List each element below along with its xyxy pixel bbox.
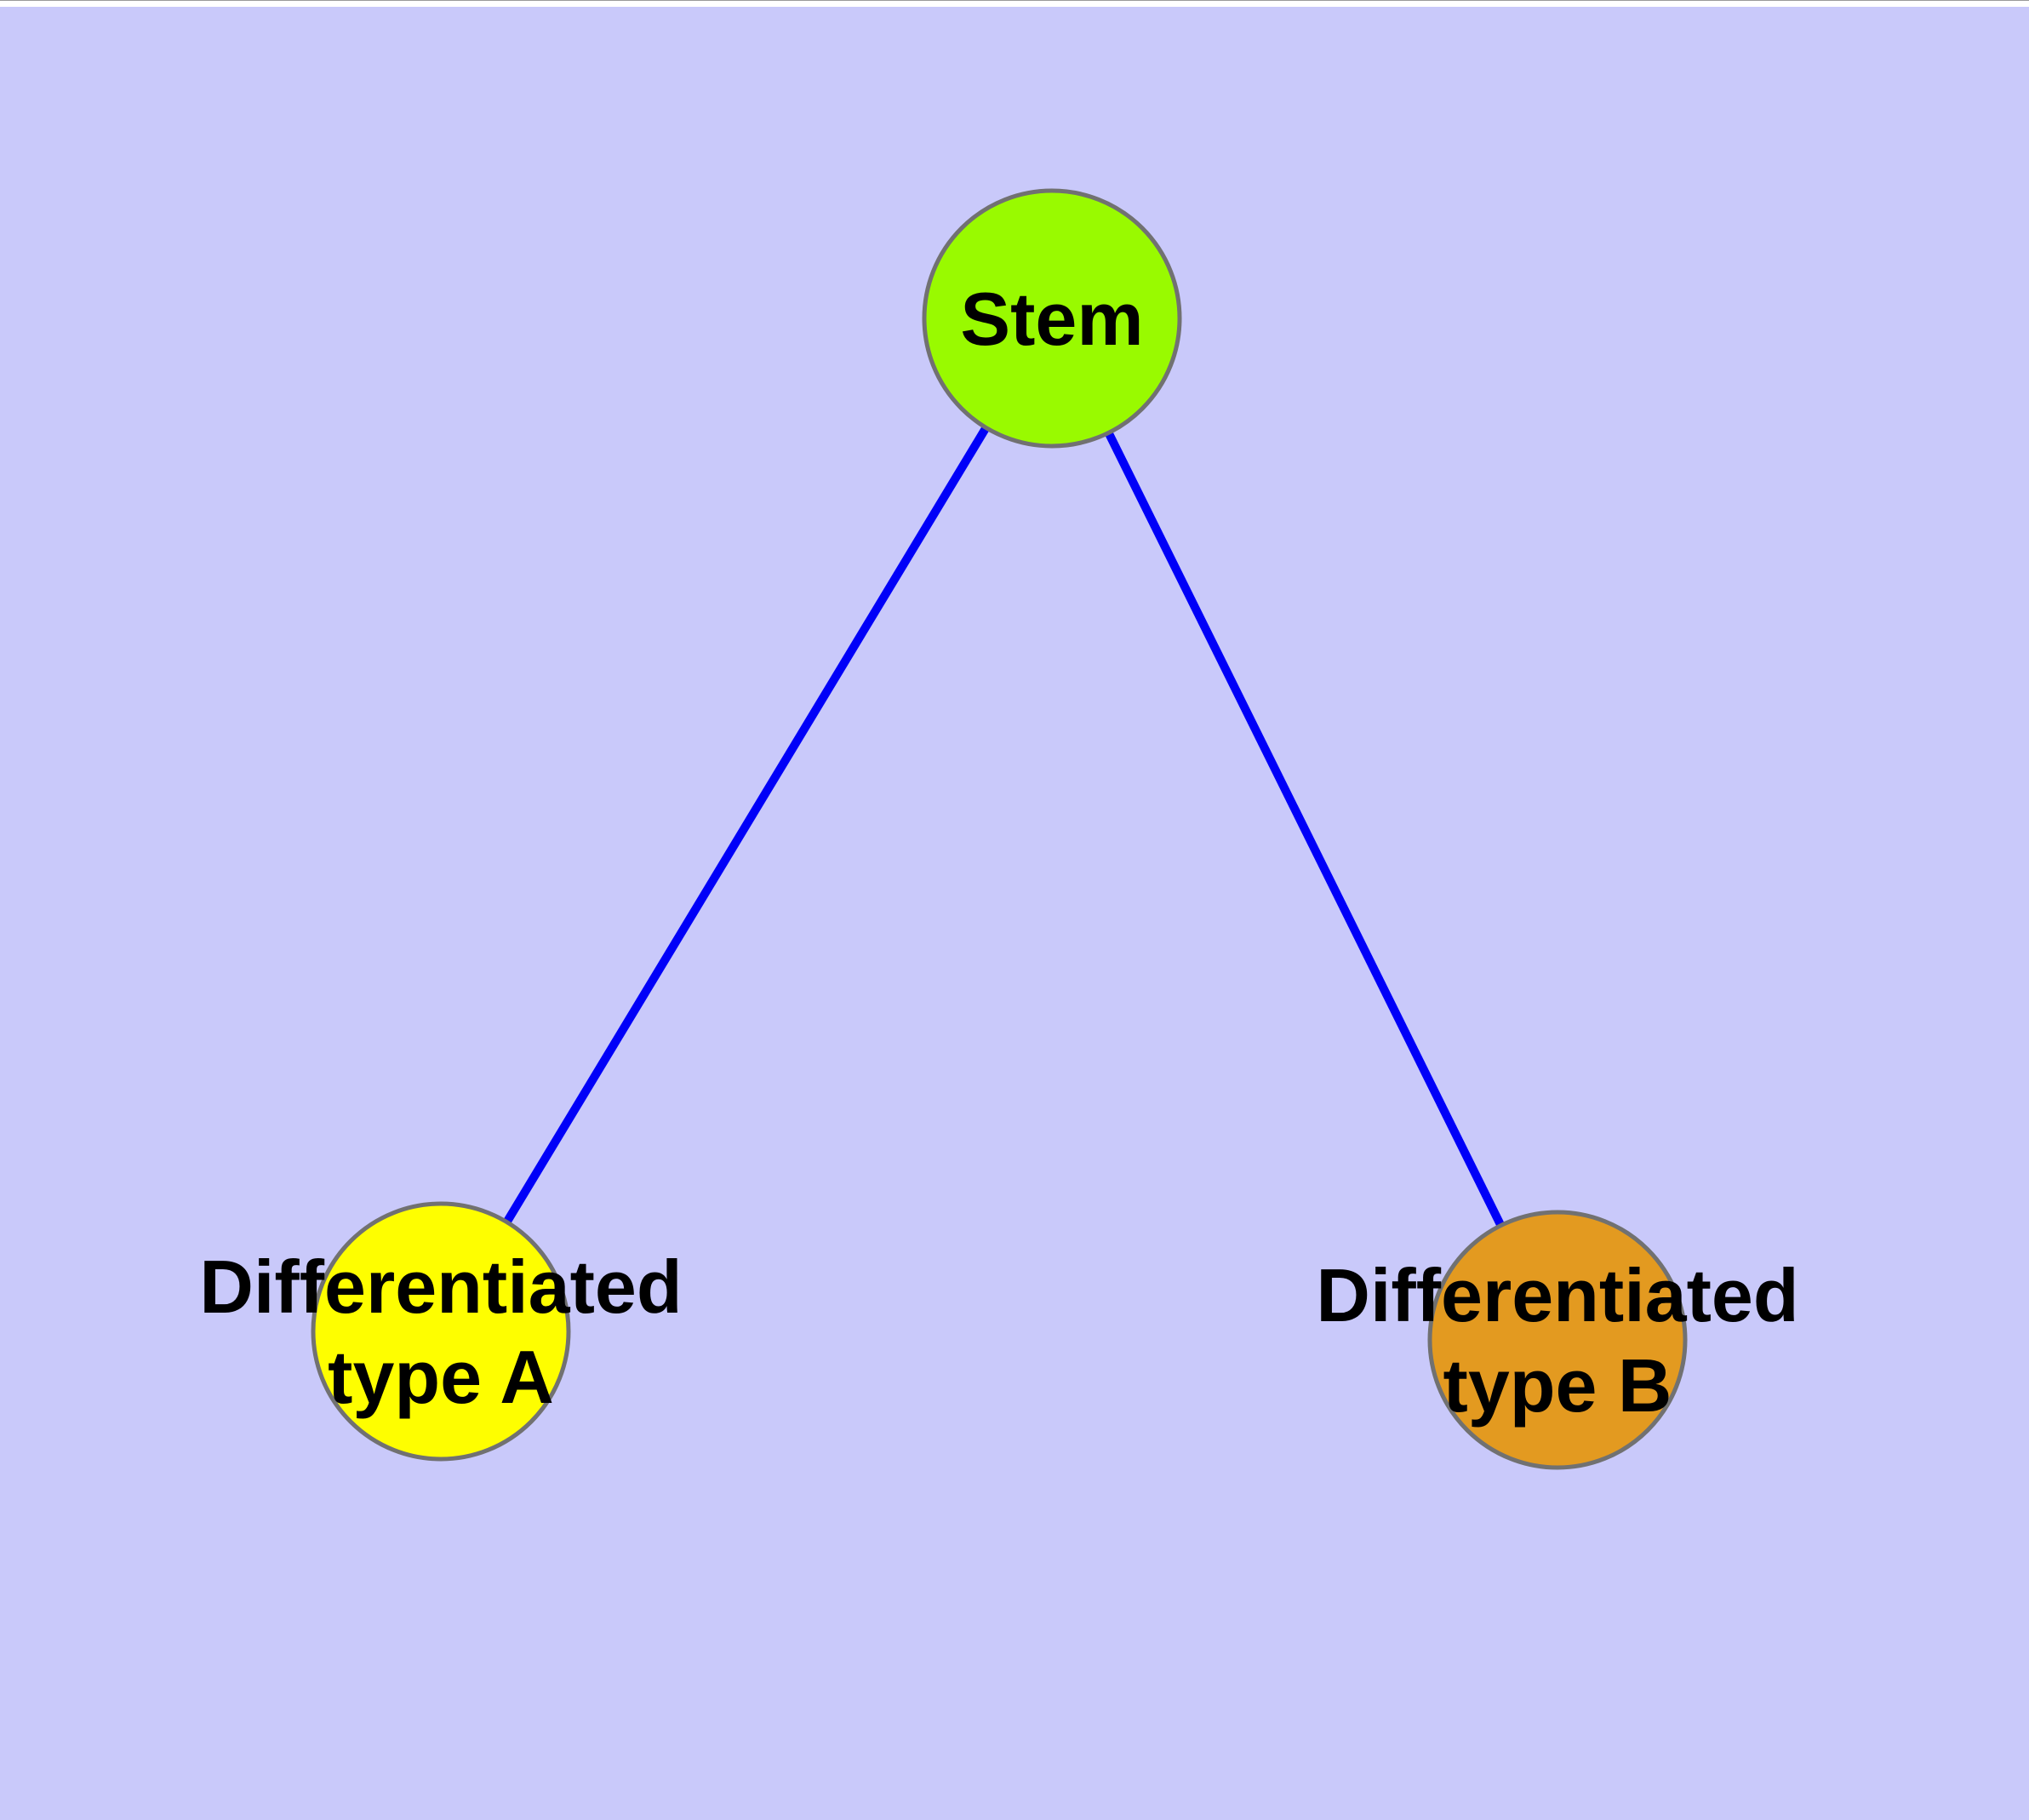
- edge-stem-typeA: [437, 316, 1056, 1334]
- node-stem-circle: [922, 188, 1182, 449]
- edge-stem-typeB: [1048, 316, 1562, 1342]
- window-top-strip: [0, 0, 2029, 6]
- node-stem-label: Stem: [960, 277, 1143, 361]
- node-typeB-circle: [1427, 1210, 1688, 1470]
- node-typeA-circle: [311, 1201, 571, 1462]
